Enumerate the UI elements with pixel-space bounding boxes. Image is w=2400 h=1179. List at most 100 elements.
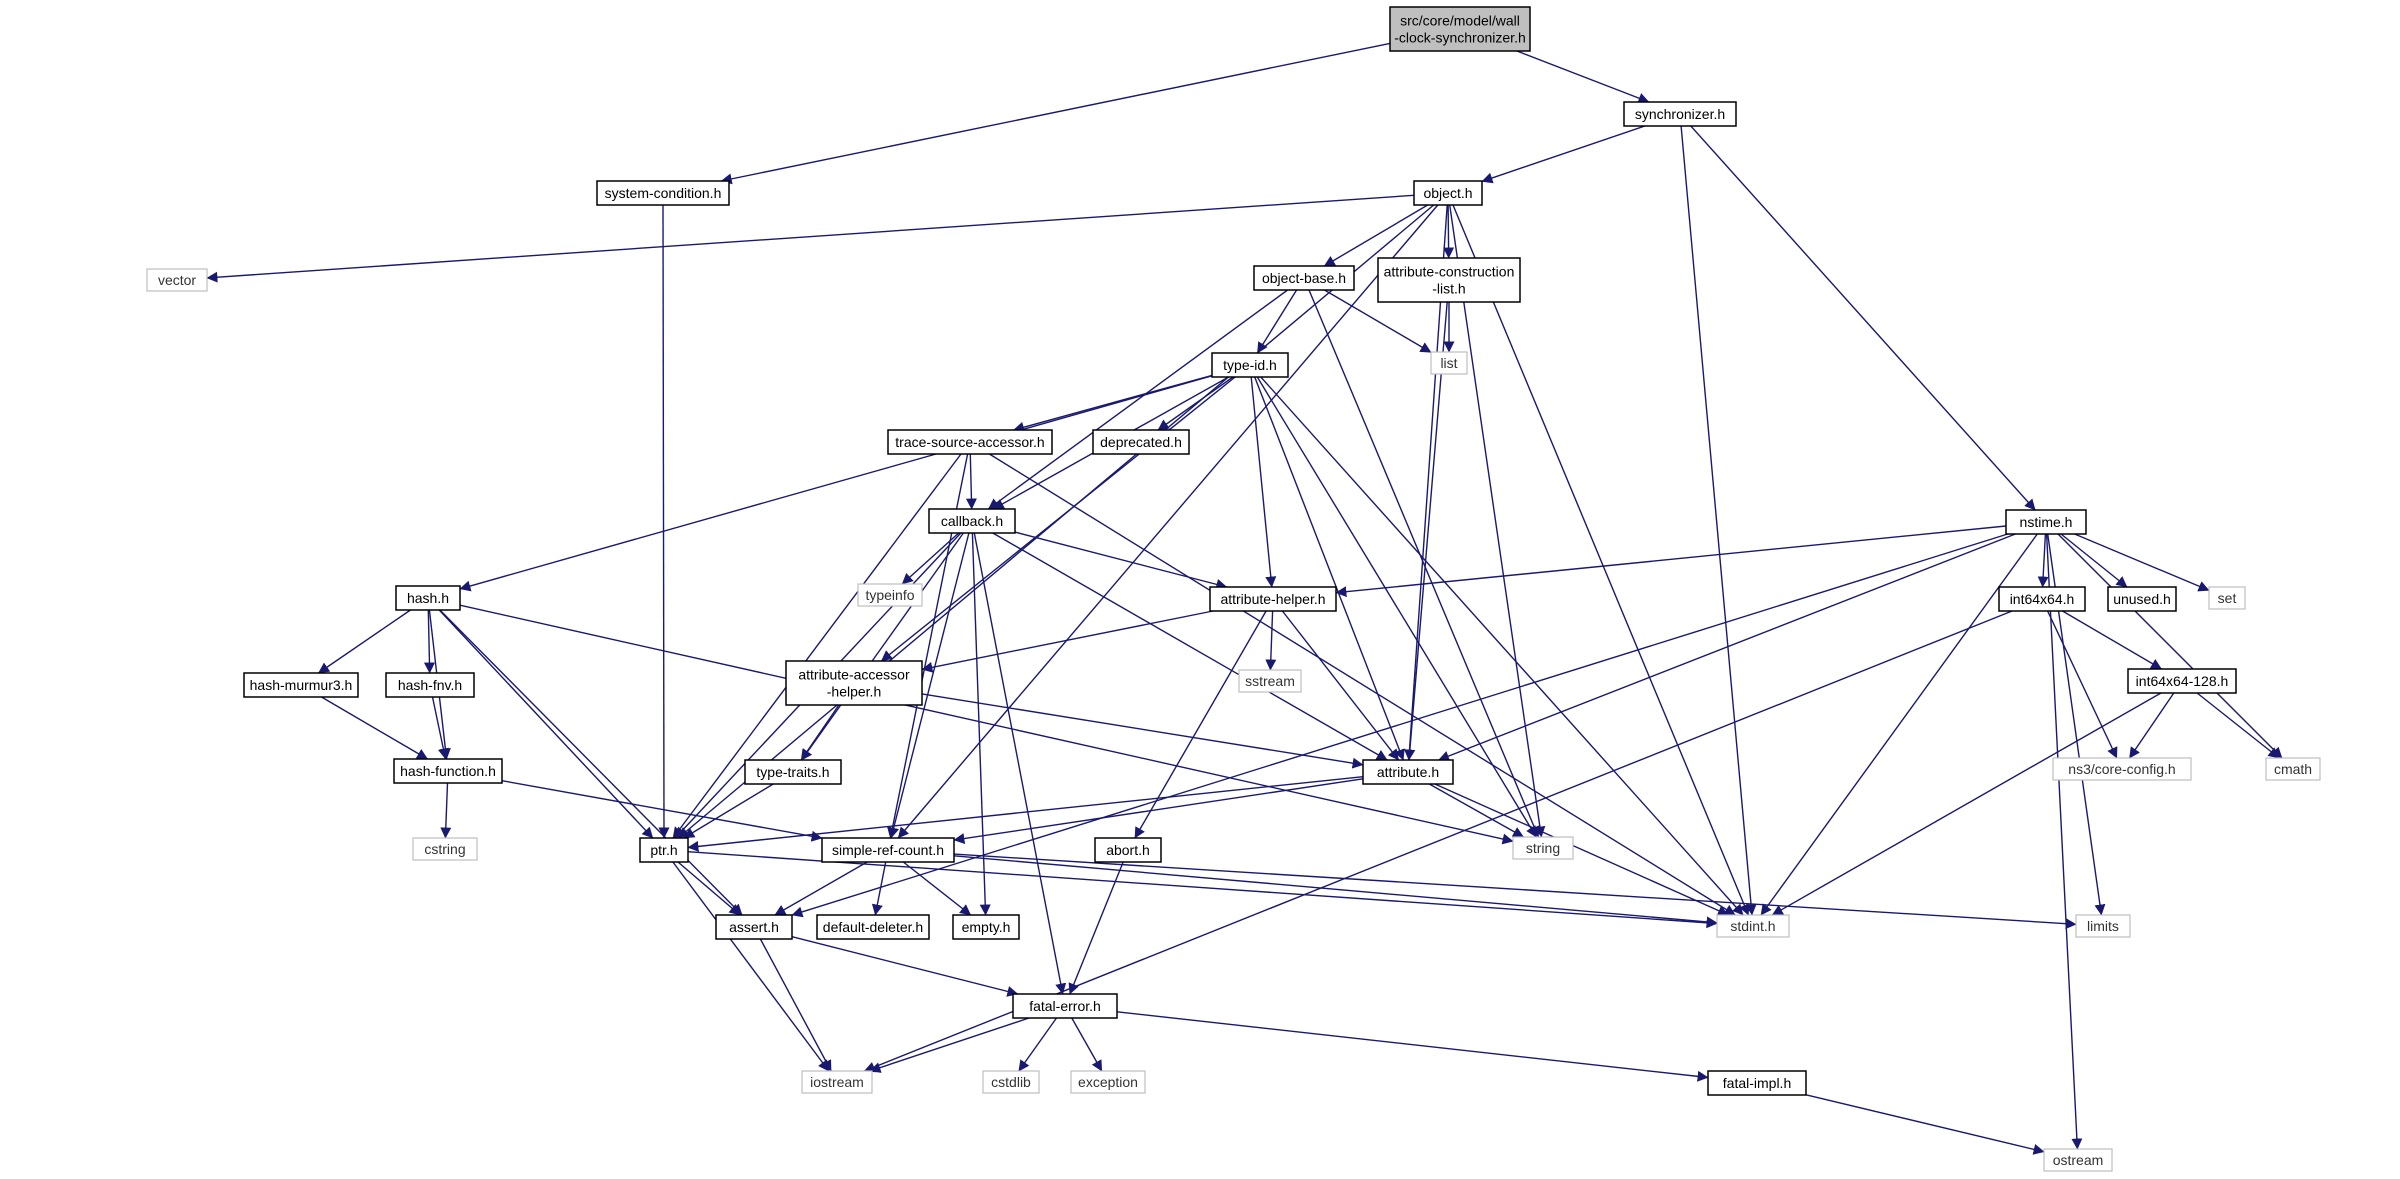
node-box	[2075, 914, 2131, 938]
node-box	[928, 508, 1016, 534]
edge-type-id-to-attribute-accessor-helper	[880, 376, 1236, 662]
node-object-base[interactable]: object-base.h	[1253, 265, 1355, 291]
edge-object-base-to-type-id	[1256, 289, 1298, 354]
edge-int64x64-128-to-ns3-core-config	[2128, 692, 2175, 759]
edge-attribute-helper-to-sstream	[1265, 610, 1277, 671]
node-ptr[interactable]: ptr.h	[639, 837, 689, 863]
node-label: trace-source-accessor.h	[895, 434, 1044, 450]
edge-hash-to-hash-fnv	[423, 609, 435, 674]
node-attribute-construction-list[interactable]: attribute-construction-list.h	[1377, 257, 1521, 303]
edge-fatal-error-to-cstdlib	[1018, 1017, 1058, 1072]
node-cmath: cmath	[2265, 757, 2321, 781]
node-limits: limits	[2075, 914, 2131, 938]
node-label: nstime.h	[2020, 514, 2073, 530]
edge-int64x64-to-int64x64-128	[2062, 610, 2162, 670]
node-label: unused.h	[2113, 591, 2171, 607]
nodes-layer: src/core/model/wall-clock-synchronizer.h…	[146, 6, 2321, 1172]
edge-type-id-to-stdint	[1260, 376, 1744, 916]
node-box	[1998, 586, 2086, 612]
node-box	[1512, 836, 1574, 860]
node-type-traits[interactable]: type-traits.h	[744, 759, 842, 785]
edge-nstime-to-stdint	[1760, 533, 2038, 916]
node-int64x64-128[interactable]: int64x64-128.h	[2127, 668, 2237, 694]
node-stdint: stdint.h	[1716, 914, 1790, 938]
node-label: object-base.h	[1262, 270, 1346, 286]
node-abort[interactable]: abort.h	[1094, 837, 1162, 863]
edge-type-id-to-attribute	[1254, 376, 1405, 761]
node-box	[1211, 352, 1289, 378]
node-box	[1070, 1070, 1146, 1094]
edge-system-condition-to-ptr	[658, 204, 670, 839]
edge-synchronizer-to-nstime	[1690, 125, 2036, 511]
edge-synchronizer-to-object	[1481, 125, 1646, 184]
node-box	[596, 180, 730, 206]
node-callback[interactable]: callback.h	[928, 508, 1016, 534]
node-hash-fnv[interactable]: hash-fnv.h	[385, 672, 475, 698]
node-label: ptr.h	[650, 842, 677, 858]
node-label: stdint.h	[1730, 918, 1775, 934]
node-label: cmath	[2274, 761, 2312, 777]
node-int64x64[interactable]: int64x64.h	[1998, 586, 2086, 612]
node-assert[interactable]: assert.h	[715, 914, 793, 940]
node-box	[1362, 759, 1454, 785]
node-box	[1389, 6, 1531, 52]
node-type-id[interactable]: type-id.h	[1211, 352, 1289, 378]
node-synchronizer[interactable]: synchronizer.h	[1623, 101, 1737, 127]
edge-ptr-to-iostream	[672, 861, 830, 1072]
edge-type-id-to-attribute-helper	[1250, 376, 1277, 588]
node-box	[982, 1070, 1040, 1094]
edge-simple-ref-count-to-limits	[953, 853, 2077, 930]
edge-hash-to-string	[459, 604, 1514, 845]
node-label: fatal-impl.h	[1723, 1075, 1791, 1091]
edge-object-to-object-base	[1323, 204, 1429, 267]
edge-hash-murmur3-to-hash-function	[321, 696, 428, 760]
node-fatal-impl[interactable]: fatal-impl.h	[1707, 1070, 1807, 1096]
node-attribute-accessor-helper[interactable]: attribute-accessor-helper.h	[785, 660, 923, 706]
node-trace-source-accessor[interactable]: trace-source-accessor.h	[887, 429, 1053, 455]
node-deprecated[interactable]: deprecated.h	[1092, 429, 1190, 455]
node-label: exception	[1078, 1074, 1138, 1090]
node-hash[interactable]: hash.h	[395, 585, 461, 611]
edge-root-to-synchronizer	[1516, 50, 1650, 104]
node-label: assert.h	[729, 919, 779, 935]
node-label: empty.h	[962, 919, 1011, 935]
node-string: string	[1512, 836, 1574, 860]
edge-nstime-to-unused	[2060, 533, 2128, 588]
edge-object-to-string	[1449, 204, 1546, 838]
node-fatal-error[interactable]: fatal-error.h	[1012, 993, 1118, 1019]
node-label: abort.h	[1106, 842, 1150, 858]
node-label: callback.h	[941, 513, 1003, 529]
node-box	[639, 837, 689, 863]
node-attribute[interactable]: attribute.h	[1362, 759, 1454, 785]
node-default-deleter[interactable]: default-deleter.h	[816, 914, 930, 940]
node-hash-murmur3[interactable]: hash-murmur3.h	[243, 672, 359, 698]
edge-object-base-to-string	[1308, 289, 1540, 838]
node-hash-function[interactable]: hash-function.h	[393, 758, 503, 784]
edge-type-id-to-hash	[459, 375, 1213, 592]
node-box	[2005, 509, 2087, 535]
node-box	[2208, 586, 2246, 610]
node-box	[1430, 351, 1468, 375]
node-object[interactable]: object.h	[1413, 180, 1483, 206]
node-label: synchronizer.h	[1635, 106, 1725, 122]
edge-attribute-to-stdint	[1434, 783, 1729, 916]
node-cstring: cstring	[412, 837, 478, 861]
node-unused[interactable]: unused.h	[2107, 586, 2177, 612]
node-label: hash-fnv.h	[398, 677, 462, 693]
node-nstime[interactable]: nstime.h	[2005, 509, 2087, 535]
node-list: list	[1430, 351, 1468, 375]
edge-simple-ref-count-to-default-deleter	[871, 861, 887, 916]
node-label: attribute-construction	[1384, 264, 1515, 280]
node-label: iostream	[810, 1074, 864, 1090]
node-simple-ref-count[interactable]: simple-ref-count.h	[821, 837, 955, 863]
edge-ptr-to-assert	[677, 861, 741, 916]
edge-hash-function-to-simple-ref-count	[501, 780, 823, 842]
node-empty[interactable]: empty.h	[952, 914, 1020, 940]
node-box	[816, 914, 930, 940]
node-box	[1623, 101, 1737, 127]
node-vector: vector	[146, 268, 208, 292]
node-root[interactable]: src/core/model/wall-clock-synchronizer.h	[1389, 6, 1531, 52]
node-system-condition[interactable]: system-condition.h	[596, 180, 730, 206]
edge-fatal-error-to-iostream	[869, 1017, 1030, 1073]
node-attribute-helper[interactable]: attribute-helper.h	[1209, 586, 1337, 612]
